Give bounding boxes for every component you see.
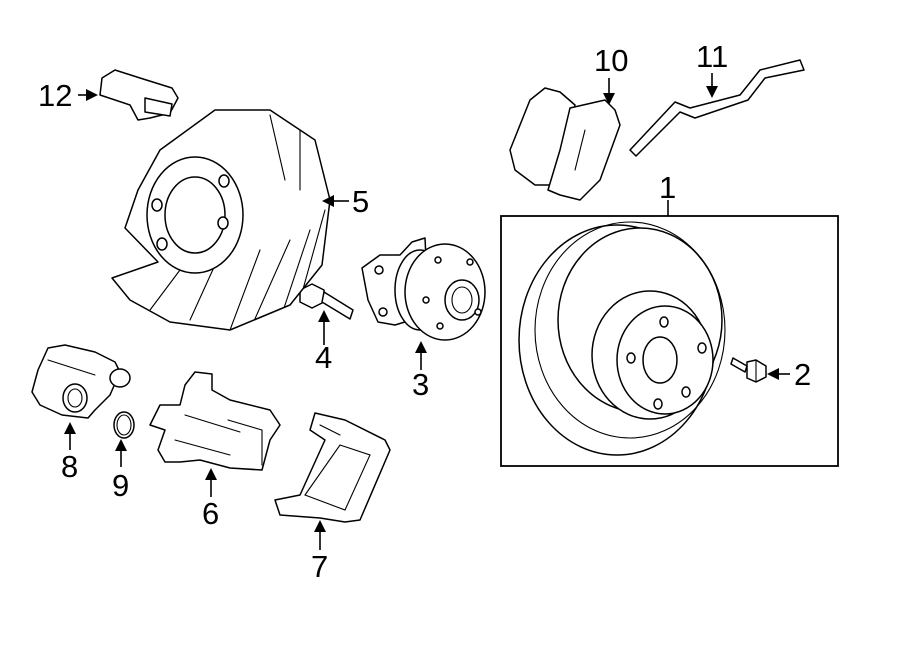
callout-6: 6	[202, 496, 220, 531]
callout-12: 12	[38, 78, 73, 113]
caliper-bracket-part	[274, 412, 391, 550]
hub-bearing-part	[361, 237, 486, 370]
callout-1: 1	[659, 170, 677, 205]
hub-bolt-part	[299, 283, 354, 345]
callout-10: 10	[594, 43, 629, 78]
callout-9: 9	[112, 468, 130, 503]
splash-shield-part	[111, 109, 349, 331]
rotor-part	[500, 200, 839, 467]
hub-spigot	[444, 279, 480, 321]
callout-3: 3	[412, 367, 430, 402]
sensor-module-part	[78, 69, 179, 121]
o-ring-part	[113, 411, 135, 467]
callout-5: 5	[352, 184, 370, 219]
caliper-part	[149, 371, 281, 497]
rotor-group-box	[500, 215, 839, 467]
callout-11: 11	[696, 39, 729, 74]
brake-pads-part	[509, 78, 621, 201]
callout-2: 2	[794, 357, 812, 392]
callout-7: 7	[311, 549, 329, 584]
shield-center-hole	[164, 176, 226, 254]
rotor-screw-part	[730, 357, 790, 383]
caliper-body	[149, 371, 281, 471]
callout-4: 4	[315, 340, 333, 375]
wear-sensor-wire-part	[629, 59, 805, 157]
rotor-center-bore	[642, 336, 678, 384]
parking-motor-part	[31, 344, 131, 450]
callout-8: 8	[61, 449, 79, 484]
